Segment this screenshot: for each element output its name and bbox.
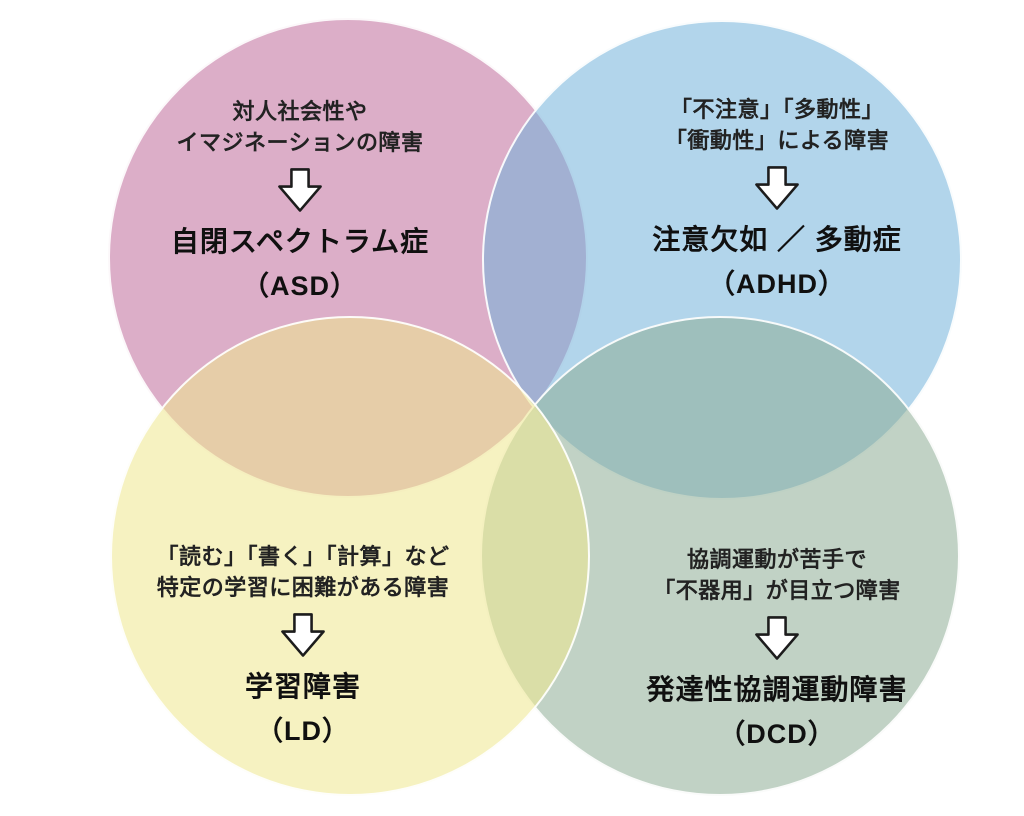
- ld-label-block: 「読む」「書く」「計算」など 特定の学習に困難がある障害 学習障害 （LD）: [113, 541, 493, 748]
- asd-abbr: （ASD）: [241, 271, 358, 302]
- asd-desc-line2: イマジネーションの障害: [176, 130, 424, 156]
- ld-description: 「読む」「書く」「計算」など 特定の学習に困難がある障害: [113, 541, 493, 603]
- adhd-abbr: （ADHD）: [708, 269, 846, 300]
- adhd-title: 注意欠如 ／ 多動症: [652, 224, 902, 256]
- ld-desc-line2: 特定の学習に困難がある障害: [156, 575, 450, 601]
- dcd-description: 協調運動が苦手で 「不器用」が目立つ障害: [587, 544, 967, 606]
- dcd-desc-line2: 「不器用」が目立つ障害: [653, 578, 901, 604]
- asd-desc-line1: 対人社会性や: [232, 99, 368, 124]
- dcd-title: 発達性協調運動障害: [646, 674, 908, 706]
- ld-yellow-circle: [110, 316, 590, 796]
- dcd-label-block: 協調運動が苦手で 「不器用」が目立つ障害 発達性協調運動障害 （DCD）: [587, 544, 967, 751]
- ld-desc-line1: 「読む」「書く」「計算」など: [156, 544, 450, 569]
- ld-abbr: （LD）: [256, 716, 350, 747]
- dcd-desc-line1: 協調運動が苦手で: [686, 547, 867, 572]
- down-arrow-icon: [755, 166, 799, 211]
- adhd-desc-line2: 「衝動性」による障害: [664, 128, 890, 154]
- adhd-label-block: 「不注意」「多動性」 「衝動性」による障害 注意欠如 ／ 多動症 （ADHD）: [587, 94, 967, 301]
- asd-description: 対人社会性や イマジネーションの障害: [110, 96, 490, 158]
- down-arrow-icon: [281, 613, 325, 658]
- down-arrow-icon: [755, 616, 799, 661]
- adhd-description: 「不注意」「多動性」 「衝動性」による障害: [587, 94, 967, 156]
- asd-label-block: 対人社会性や イマジネーションの障害 自閉スペクトラム症 （ASD）: [110, 96, 490, 303]
- down-arrow-icon: [278, 168, 322, 213]
- dcd-abbr: （DCD）: [718, 719, 836, 750]
- adhd-desc-line1: 「不注意」「多動性」: [669, 97, 884, 122]
- ld-title: 学習障害: [244, 671, 361, 703]
- asd-title: 自閉スペクトラム症: [170, 226, 430, 258]
